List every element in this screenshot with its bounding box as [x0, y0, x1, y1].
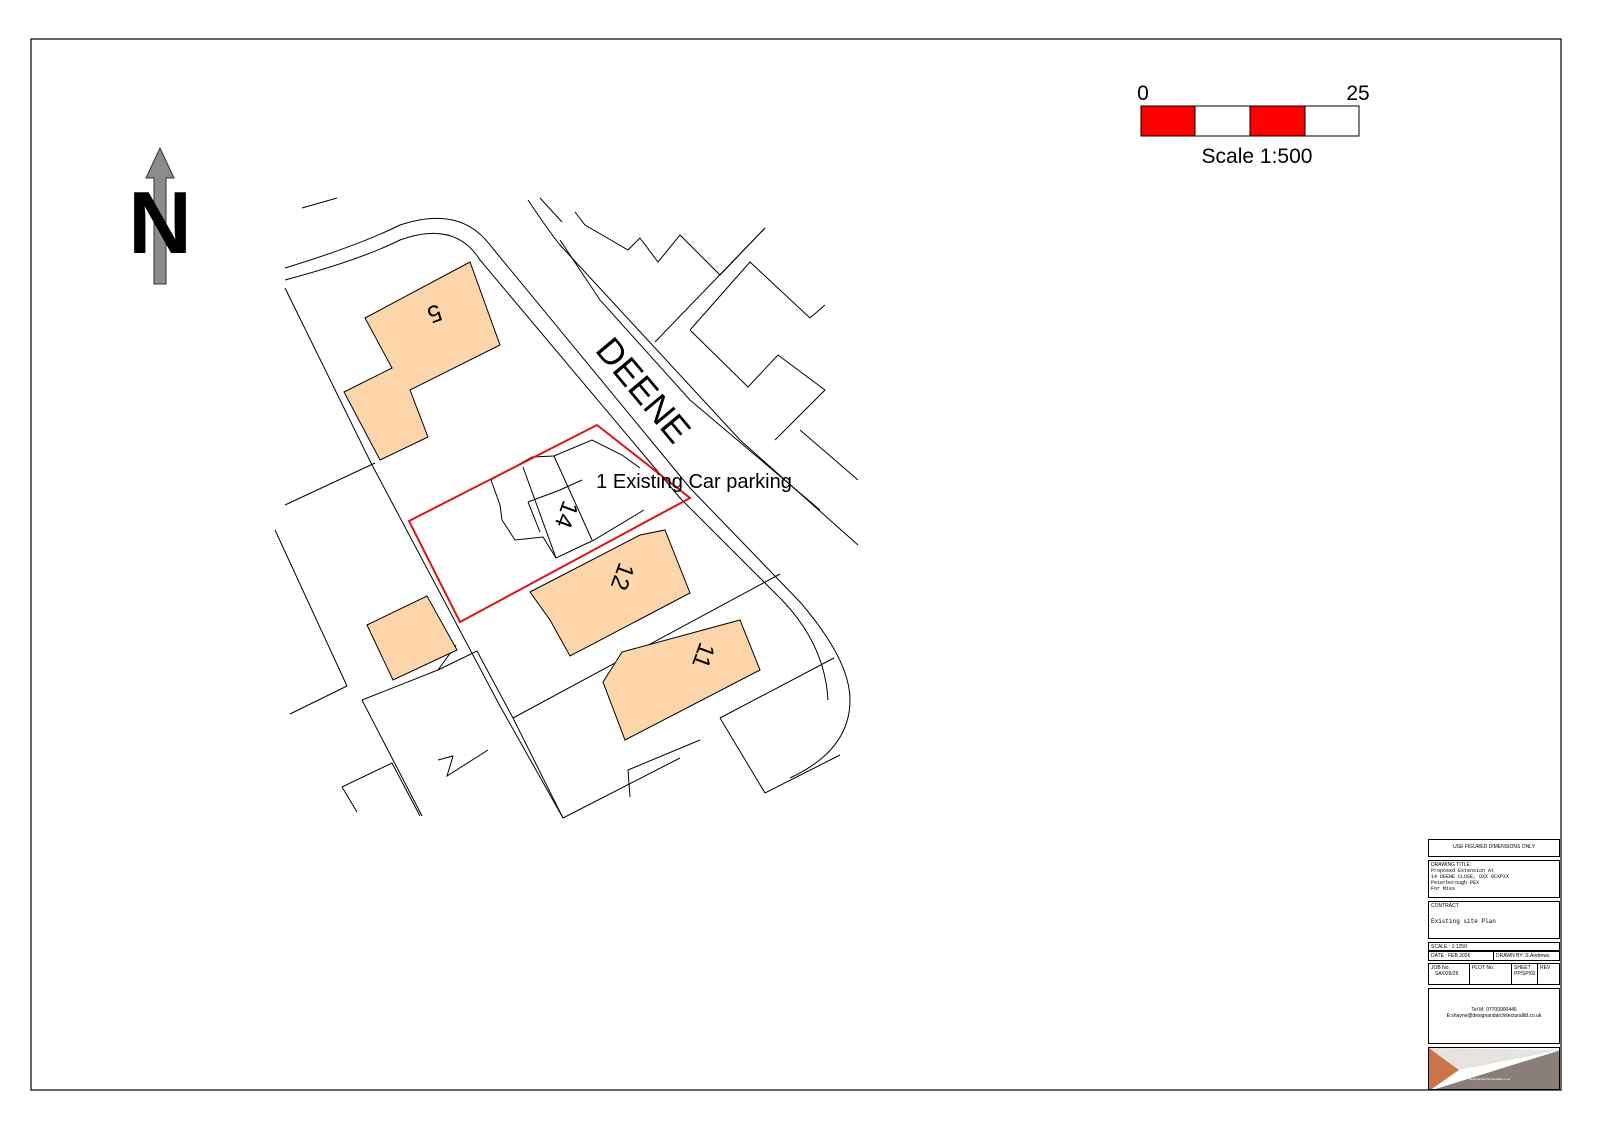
building-left-lower — [366, 595, 458, 681]
tb-drawn-by-cell: DRAWN BY: S.Andrews — [1493, 952, 1559, 960]
tb-rev-cell: REV — [1537, 964, 1559, 984]
building-11 — [602, 619, 761, 741]
site-boundary — [407, 423, 692, 624]
tb-contract-value: Existing site Plan — [1431, 918, 1496, 925]
tb-drawing-title: DRAWING TITLE: Proposed Extension At 14 … — [1428, 860, 1560, 898]
boundaries — [274, 211, 859, 819]
tb-contract-label: CONTRACT — [1431, 903, 1459, 909]
north-letter: N — [128, 173, 192, 272]
tb-date-text: DATE : FEB 2026 — [1431, 953, 1471, 959]
tb-sheet-cell: SHEET PP/SP/02 — [1511, 964, 1537, 984]
tb-email: E:shayne@designandarchitecturalltd.co.uk — [1446, 1013, 1542, 1019]
parking-annotation: 1 Existing Car parking — [596, 471, 792, 493]
building-12 — [529, 529, 691, 657]
tb-sheet-label: SHEET — [1514, 965, 1531, 971]
tb-title-line-2: 14 DEENE CLOSE, OXX 0CXPXX — [1431, 874, 1510, 880]
plot-label-14: 14 — [549, 497, 584, 531]
scale-segment-2 — [1194, 105, 1251, 137]
north-arrow-icon — [145, 146, 175, 285]
tb-rev-label: REV — [1540, 965, 1551, 971]
tb-job-value: SA/026/26 — [1435, 971, 1459, 977]
tb-logo: designandarchitecturalltd.co.uk — [1428, 1047, 1560, 1090]
scale-start-label: 0 — [1137, 82, 1149, 105]
tb-sheet-value: PP/SP/02 — [1514, 971, 1535, 977]
company-logo — [1429, 1048, 1559, 1089]
road-deene — [284, 197, 859, 779]
tb-title-line-1: Proposed Extension At — [1431, 868, 1495, 874]
tb-date-row: DATE : FEB 2026 DRAWN BY: S.Andrews — [1428, 951, 1560, 961]
street-label: DEENE — [588, 329, 699, 450]
tb-header-text: USE FIGURED DIMENSIONS ONLY — [1453, 844, 1535, 850]
tb-header: USE FIGURED DIMENSIONS ONLY — [1428, 839, 1560, 857]
scale-bar: 0 25 Scale 1:500 — [1137, 82, 1370, 168]
tb-title-line-3: Peterborough PEX — [1431, 880, 1480, 886]
tb-scale: SCALE : 1:1250 — [1428, 942, 1560, 951]
scale-segment-3 — [1249, 105, 1306, 137]
scale-segment-1 — [1140, 105, 1196, 137]
north-arrow: N — [128, 146, 192, 285]
tb-logo-text: designandarchitecturalltd.co.uk — [1469, 1077, 1511, 1081]
tb-tel: Tel M: 07700900446 — [1471, 1007, 1517, 1013]
sheet-border — [30, 38, 1562, 1091]
tb-job-row: JOB No. SA/026/26 PLOT No. SHEET PP/SP/0… — [1428, 963, 1560, 985]
building-5 — [343, 261, 501, 461]
tb-drawn-by-text: DRAWN BY: S.Andrews — [1496, 953, 1550, 959]
tb-title-line-4: For Miss — [1431, 886, 1456, 892]
scale-segment-4 — [1304, 105, 1360, 137]
tb-scale-text: SCALE : 1:1250 — [1431, 944, 1467, 950]
tb-job-cell: JOB No. SA/026/26 — [1431, 965, 1458, 977]
scale-caption: Scale 1:500 — [1202, 145, 1313, 168]
tb-drawing-title-label: DRAWING TITLE: — [1431, 862, 1472, 868]
tb-plot-label: PLOT No. — [1472, 965, 1495, 971]
tb-contract: CONTRACT Existing site Plan — [1428, 901, 1560, 939]
tb-plot-cell: PLOT No. — [1469, 964, 1511, 984]
buildings — [343, 261, 761, 741]
tb-contact: Tel M: 07700900446 E:shayne@designandarc… — [1428, 988, 1560, 1044]
tb-job-label: JOB No. — [1431, 965, 1450, 971]
building-14 — [490, 439, 645, 559]
scale-end-label: 25 — [1346, 82, 1369, 105]
